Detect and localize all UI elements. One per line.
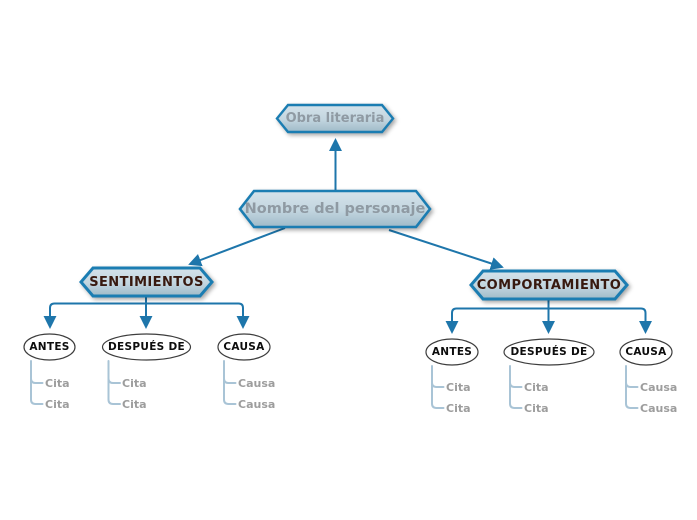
node-obra-literaria[interactable]: Obra literaria	[285, 111, 385, 126]
leaf-item[interactable]: Cita	[45, 376, 70, 390]
leaf-item[interactable]: Causa	[238, 397, 276, 411]
node-comportamiento-causa[interactable]: CAUSA	[625, 346, 667, 358]
hexagon-shapes	[79, 103, 629, 301]
comportamiento-shape	[469, 269, 629, 301]
leaf-item[interactable]: Cita	[524, 401, 549, 415]
obra-literaria-shape	[275, 103, 395, 134]
leaf-item[interactable]: Cita	[122, 376, 147, 390]
ellipse-shapes	[23, 333, 673, 366]
node-nombre-del-personaje[interactable]: Nombre del personaje	[244, 201, 426, 217]
arrow-root-to-sentimientos	[188, 227, 286, 267]
nombre-personaje-shape	[238, 189, 432, 229]
node-sentimientos[interactable]: SENTIMIENTOS	[89, 274, 204, 290]
leaf-item[interactable]: Cita	[446, 380, 471, 394]
leaf-item[interactable]: Cita	[122, 397, 147, 411]
node-sentimientos-despues-de[interactable]: DESPUÉS DE	[108, 341, 185, 353]
arrow-root-to-comportamiento	[388, 229, 504, 270]
leaf-item[interactable]: Causa	[640, 380, 678, 394]
node-sentimientos-antes[interactable]: ANTES	[29, 341, 70, 353]
node-sentimientos-causa[interactable]: CAUSA	[223, 341, 265, 353]
leaf-connectors	[30, 360, 639, 409]
node-comportamiento[interactable]: COMPORTAMIENTO	[476, 277, 622, 293]
tree-arrows	[43, 138, 652, 334]
sentimientos-shape	[79, 266, 214, 298]
leaf-item[interactable]: Cita	[524, 380, 549, 394]
leaf-item[interactable]: Cita	[446, 401, 471, 415]
leaf-item[interactable]: Cita	[45, 397, 70, 411]
node-comportamiento-despues-de[interactable]: DESPUÉS DE	[510, 346, 588, 358]
node-comportamiento-antes[interactable]: ANTES	[431, 346, 473, 358]
leaf-item[interactable]: Causa	[238, 376, 276, 390]
leaf-item[interactable]: Causa	[640, 401, 678, 415]
